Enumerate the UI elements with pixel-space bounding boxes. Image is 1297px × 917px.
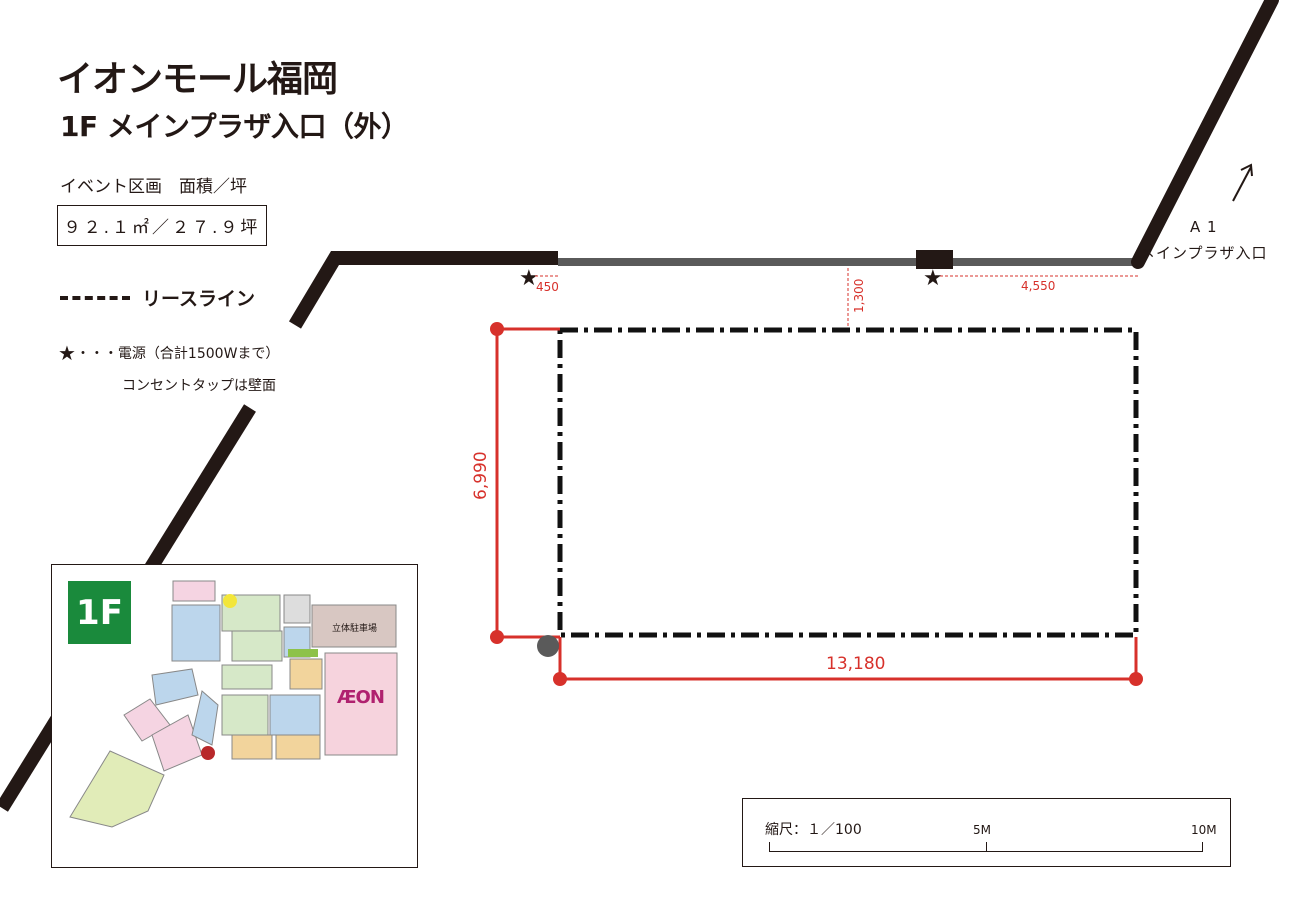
minimap-shop	[231, 734, 273, 760]
entrance-code: A 1	[1189, 218, 1218, 236]
minimap-drawing	[69, 580, 398, 828]
minimap-shop	[171, 604, 221, 662]
power-note: ★・・・電源（合計1500Wまで）	[58, 341, 279, 365]
star-icon: ★	[58, 341, 76, 365]
lease-line-area	[557, 327, 1139, 638]
entrance-arrow-icon	[1232, 163, 1253, 202]
minimap-location-marker	[201, 746, 215, 760]
dim-wall-gap: 1,300	[852, 279, 866, 313]
minimap-parking	[311, 604, 397, 648]
pillar	[537, 635, 559, 657]
entrance-label: A 1 メインプラザ入口	[1140, 214, 1268, 266]
door-block	[916, 250, 953, 269]
scale-end-label: 10M	[1191, 823, 1217, 837]
minimap-shop	[288, 649, 318, 657]
dim-width-line	[558, 637, 1138, 681]
power-star-icon: ★	[519, 266, 539, 291]
minimap-shop	[289, 658, 323, 690]
power-note-text: ・・・電源（合計1500Wまで）	[75, 346, 280, 362]
minimap-marker	[223, 594, 237, 608]
page-subtitle: 1F メインプラザ入口（外）	[60, 110, 409, 143]
minimap-shop	[283, 594, 311, 624]
lease-line-label: リースライン	[142, 288, 256, 310]
scale-label: 縮尺：１／100	[765, 822, 862, 838]
dim-point	[1129, 672, 1143, 686]
dim-point	[553, 672, 567, 686]
dim-point	[490, 630, 504, 644]
minimap-shop	[269, 694, 321, 736]
entrance-name: メインプラザ入口	[1140, 244, 1268, 262]
dim-point	[490, 322, 504, 336]
building-wall-right	[1131, 0, 1279, 269]
dim-depth-line	[495, 327, 560, 639]
scale-tick	[1202, 842, 1203, 852]
dim-depth: 6,990	[471, 451, 491, 500]
minimap-shop	[221, 664, 273, 690]
parking-label: 立体駐車場	[332, 624, 378, 634]
page-title: イオンモール福岡	[57, 59, 338, 100]
power-star-icon: ★	[923, 266, 943, 291]
aeon-logo: ÆON	[337, 687, 385, 708]
lease-line-legend: リースライン	[60, 284, 255, 311]
scale-bar	[769, 842, 1203, 852]
floor-badge: 1F	[68, 581, 131, 644]
minimap-shop	[231, 630, 283, 662]
area-label: イベント区画 面積／坪	[60, 177, 247, 197]
outlet-note: コンセントタップは壁面	[122, 378, 276, 394]
minimap-aeon	[324, 652, 398, 756]
minimap-shop	[69, 750, 165, 828]
dim-width: 13,180	[826, 654, 885, 674]
lease-line-sample	[60, 295, 130, 300]
scale-tick	[986, 842, 987, 852]
mall-minimap: 1F 立体駐車場 ÆON	[51, 564, 418, 868]
scale-mid-label: 5M	[973, 823, 991, 837]
minimap-shop	[172, 580, 216, 602]
scale-legend: 縮尺：１／100 5M 10M	[742, 798, 1231, 867]
building-wall-upper-left	[288, 251, 558, 329]
minimap-shop	[151, 668, 199, 706]
minimap-shop	[221, 694, 269, 736]
minimap-shop	[275, 734, 321, 760]
dim-right-offset: 4,550	[1021, 279, 1055, 293]
scale-tick	[769, 842, 770, 852]
dim-left-offset: 450	[536, 280, 559, 294]
area-value: ９２.１㎡／２７.９坪	[57, 205, 267, 246]
minimap-shop	[191, 690, 219, 746]
